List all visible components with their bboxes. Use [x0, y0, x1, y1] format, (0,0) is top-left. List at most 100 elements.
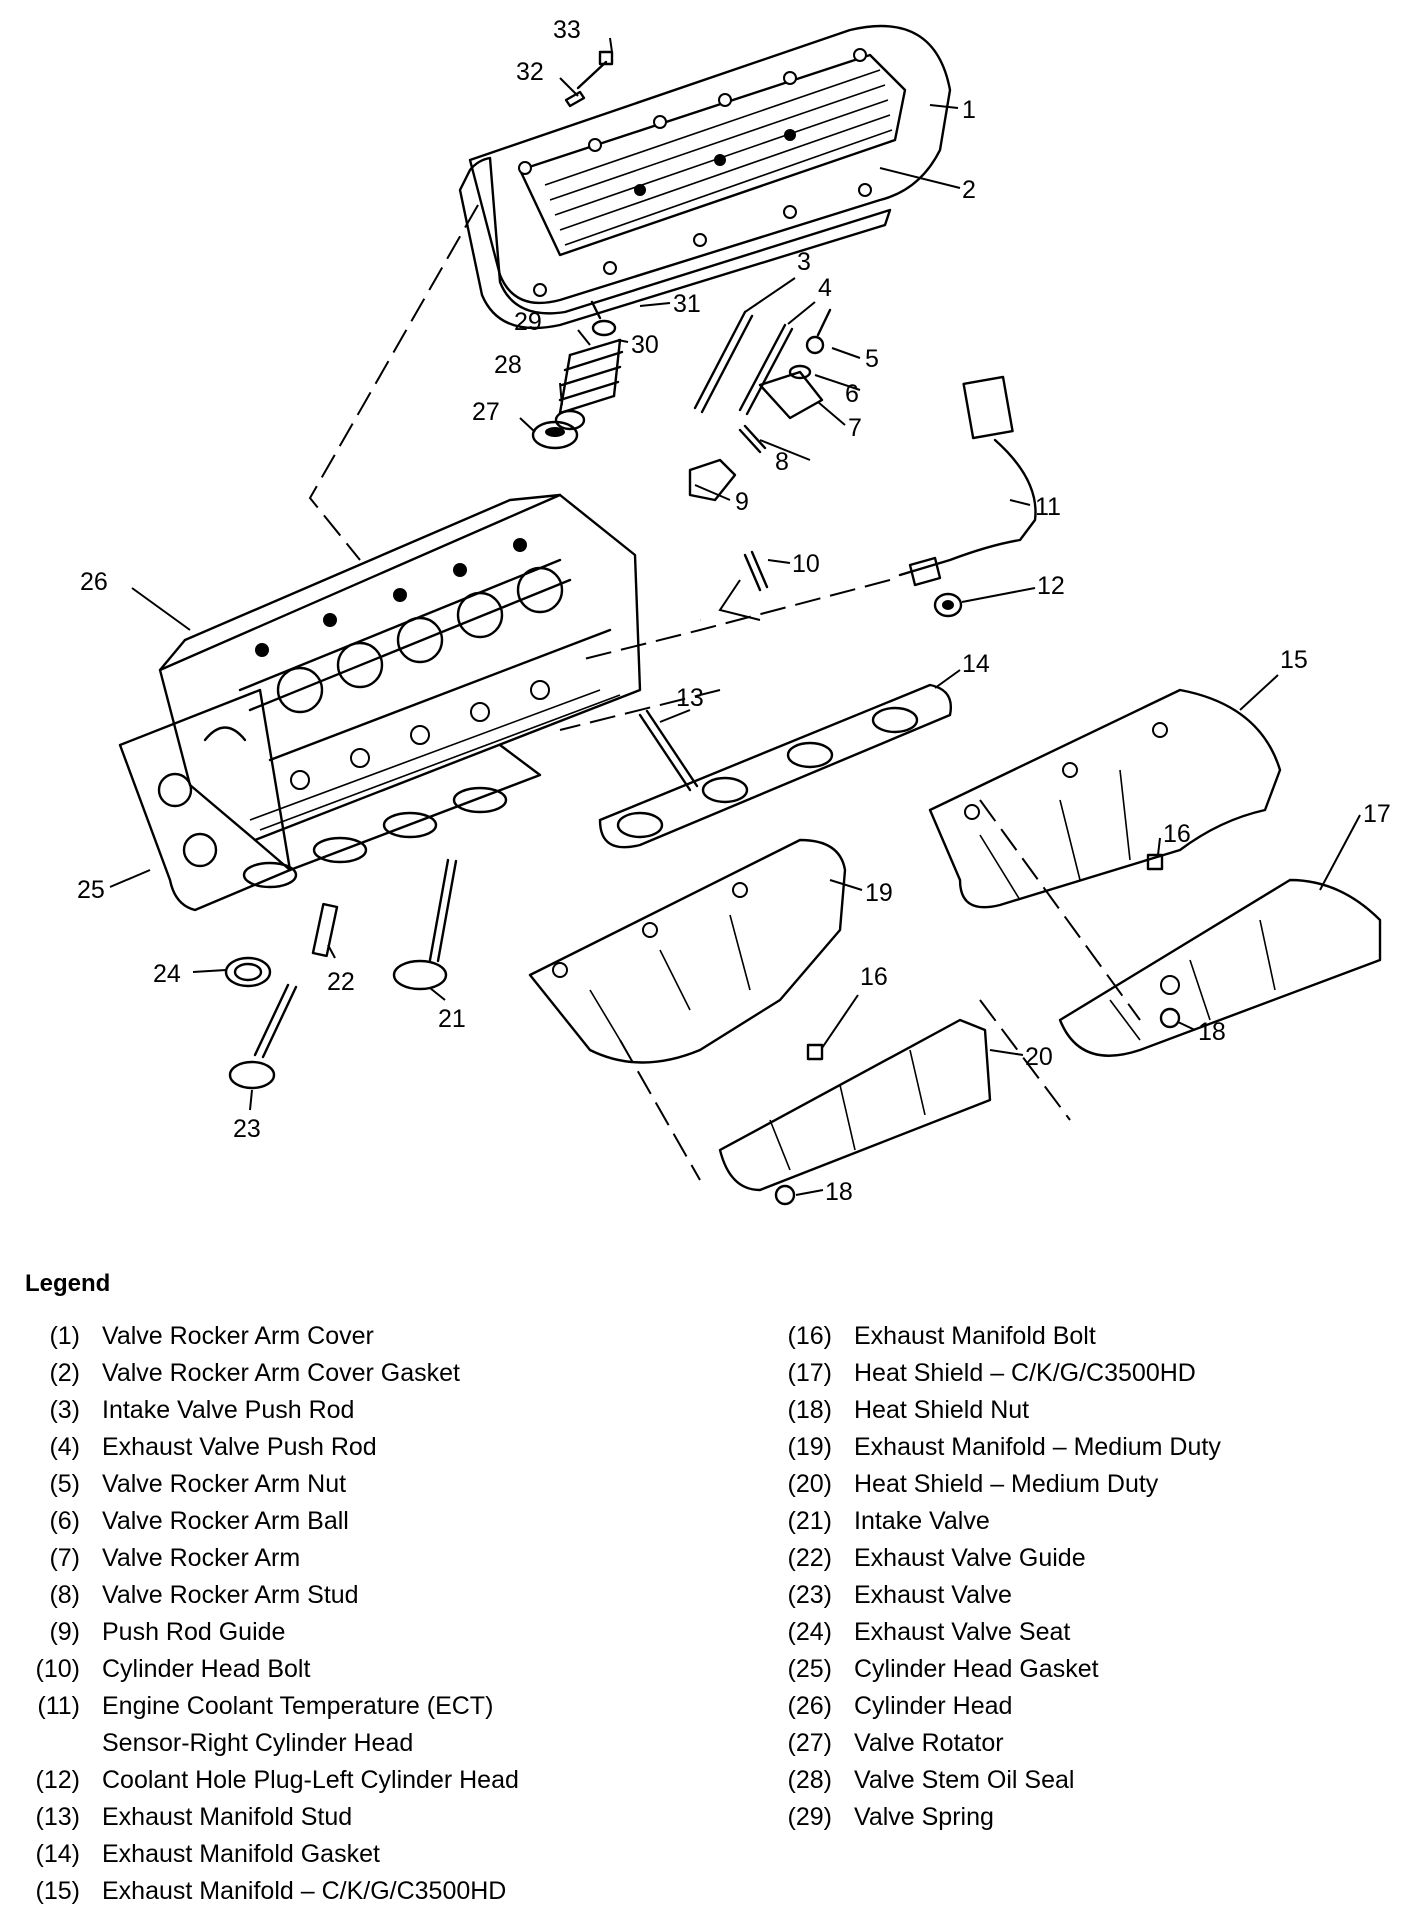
- legend-left-column: (1)Valve Rocker Arm Cover(2)Valve Rocker…: [0, 1318, 519, 1910]
- legend-item-label: Engine Coolant Temperature (ECT) Sensor-…: [102, 1692, 494, 1757]
- legend-item-number: (20): [787, 1470, 832, 1498]
- legend-item-number: (3): [49, 1396, 80, 1424]
- callout-number: 20: [1025, 1043, 1053, 1071]
- legend-item-label: Exhaust Manifold – C/K/G/C3500HD: [102, 1877, 507, 1905]
- legend-item-number: (18): [787, 1396, 832, 1424]
- legend-item-number: (21): [787, 1507, 832, 1535]
- callout-number: 16: [1163, 820, 1191, 848]
- legend-item: (20) Heat Shield – Medium Duty: [752, 1466, 1221, 1503]
- callout-number: 12: [1037, 572, 1065, 600]
- legend-item-number: (7): [49, 1544, 80, 1572]
- callout-number: 27: [472, 398, 500, 426]
- rocker-arm-parts: [688, 308, 832, 592]
- legend-item-number: (5): [49, 1470, 80, 1498]
- legend-item-label: Exhaust Valve Seat: [854, 1618, 1071, 1646]
- valve-keeper: [590, 300, 617, 337]
- callout-number: 2: [962, 176, 976, 204]
- legend-item-label: Valve Rocker Arm Cover: [102, 1322, 374, 1350]
- legend-item: (2)Valve Rocker Arm Cover Gasket: [0, 1355, 519, 1392]
- legend-item: (3)Intake Valve Push Rod: [0, 1392, 519, 1429]
- intake-valve: [392, 858, 458, 991]
- callout-number: 22: [327, 968, 355, 996]
- legend-item-number: (16): [787, 1322, 832, 1350]
- legend-item: (5) Valve Rocker Arm Nut: [0, 1466, 519, 1503]
- callout-number: 28: [494, 351, 522, 379]
- legend-item: (7)Valve Rocker Arm: [0, 1540, 519, 1577]
- callout-number: 31: [673, 290, 701, 318]
- valve-rocker-arm-cover: [468, 24, 952, 305]
- callout-number: 14: [962, 650, 990, 678]
- callout-numbers: 33 32 1 2 3 4 31 29 30 28 5 6 27 7 8 9 1…: [77, 16, 1391, 1206]
- legend-item-label: Cylinder Head: [854, 1692, 1013, 1720]
- legend-item-label: Valve Rotator: [854, 1729, 1004, 1757]
- legend-title: Legend: [25, 1270, 111, 1297]
- legend-item: (21)Intake Valve: [752, 1503, 1221, 1540]
- legend-item: (11) Engine Coolant Temperature (ECT) Sen…: [0, 1688, 519, 1762]
- callout-number: 26: [80, 568, 108, 596]
- legend-item-label: Valve Rocker Arm Nut: [102, 1470, 347, 1498]
- callout-number: 21: [438, 1005, 466, 1033]
- legend-item: (28)Valve Stem Oil Seal: [752, 1762, 1221, 1799]
- legend-item: (17)Heat Shield – C/K/G/C3500HD: [752, 1355, 1221, 1392]
- legend-item: (1) Valve Rocker Arm Cover: [0, 1318, 519, 1355]
- callout-number: 16: [860, 963, 888, 991]
- legend-item: (8)Valve Rocker Arm Stud: [0, 1577, 519, 1614]
- callout-number: 8: [775, 448, 789, 476]
- legend-item: (29)Valve Spring: [752, 1799, 1221, 1836]
- legend-item-label: Exhaust Manifold Bolt: [854, 1322, 1096, 1350]
- legend-item: (19)Exhaust Manifold – Medium Duty: [752, 1429, 1221, 1466]
- legend-item-number: (6): [49, 1507, 80, 1535]
- callout-number: 5: [865, 345, 879, 373]
- legend-item-label: Valve Rocker Arm Stud: [102, 1581, 359, 1609]
- callout-number: 25: [77, 876, 105, 904]
- legend-item: (23)Exhaust Valve: [752, 1577, 1221, 1614]
- exhaust-valve-seat: [224, 956, 272, 988]
- legend-item-number: (23): [787, 1581, 832, 1609]
- legend-item-number: (17): [787, 1359, 832, 1387]
- valve-stem-oil-seal: [554, 409, 586, 431]
- legend-item-number: (2): [49, 1359, 80, 1387]
- legend-item: (16) Exhaust Manifold Bolt: [752, 1318, 1221, 1355]
- legend-item-label: Heat Shield Nut: [854, 1396, 1030, 1424]
- callout-number: 33: [553, 16, 581, 44]
- legend-item: (12)Coolant Hole Plug-Left Cylinder Head: [0, 1762, 519, 1799]
- callout-number: 18: [1198, 1018, 1226, 1046]
- callout-number: 6: [845, 380, 859, 408]
- heat-shield-nuts: [774, 1007, 1181, 1206]
- exhaust-valve-guide: [311, 902, 339, 958]
- callout-number: 29: [514, 308, 542, 336]
- callout-number: 13: [676, 684, 704, 712]
- callout-number: 3: [797, 248, 811, 276]
- exhaust-manifold-medium-duty: [528, 838, 847, 1064]
- legend-item: (18) Heat Shield Nut: [752, 1392, 1221, 1429]
- exploded-cylinder-head-diagram: 33 32 1 2 3 4 31 29 30 28 5 6 27 7 8 9 1…: [77, 16, 1391, 1206]
- coolant-hole-plug: [933, 592, 963, 618]
- legend-item-number: (1): [49, 1322, 80, 1350]
- valve-spring: [558, 338, 624, 415]
- callout-number: 1: [962, 96, 976, 124]
- legend-item-label: Exhaust Manifold Stud: [102, 1803, 353, 1831]
- legend-item-label: Push Rod Guide: [102, 1618, 286, 1646]
- legend-item: (13)Exhaust Manifold Stud: [0, 1799, 519, 1836]
- legend-item-number: (26): [787, 1692, 832, 1720]
- intake-valve-push-rod: [693, 310, 754, 414]
- legend-item: (9)Push Rod Guide: [0, 1614, 519, 1651]
- legend-item: (4) Exhaust Valve Push Rod: [0, 1429, 519, 1466]
- exhaust-valve-push-rod: [738, 323, 794, 416]
- legend-item: (25)Cylinder Head Gasket: [752, 1651, 1221, 1688]
- legend-item: (24)Exhaust Valve Seat: [752, 1614, 1221, 1651]
- legend-item-number: (29): [787, 1803, 832, 1831]
- legend-item-label: Cylinder Head Bolt: [102, 1655, 311, 1683]
- legend-item-number: (11): [37, 1692, 80, 1720]
- legend-item-number: (4): [49, 1433, 80, 1461]
- legend-item-label: Exhaust Manifold – Medium Duty: [854, 1433, 1221, 1461]
- exhaust-manifold-bolts: [806, 853, 1164, 1061]
- legend-item-label: Exhaust Valve Push Rod: [102, 1433, 377, 1461]
- callout-number: 11: [1035, 493, 1061, 521]
- legend-item-label: Heat Shield – Medium Duty: [854, 1470, 1159, 1498]
- legend-item-number: (27): [787, 1729, 832, 1757]
- callout-number: 23: [233, 1115, 261, 1143]
- cylinder-head: [158, 493, 642, 842]
- legend-item: (10)Cylinder Head Bolt: [0, 1651, 519, 1688]
- legend-item-number: (22): [787, 1544, 832, 1572]
